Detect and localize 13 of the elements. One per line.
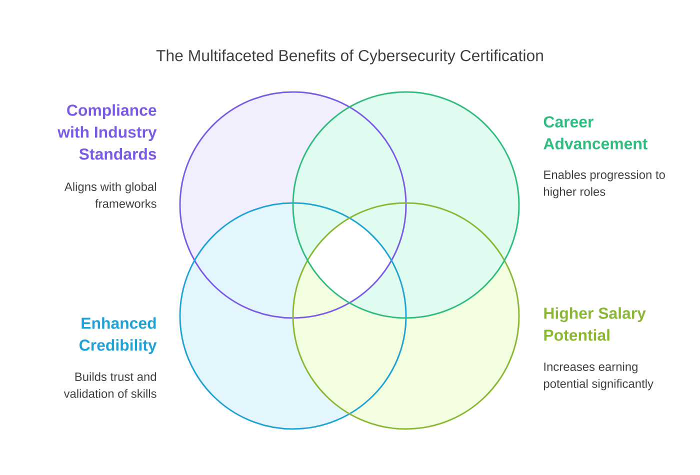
heading: Career Advancement bbox=[544, 116, 648, 150]
circle bbox=[292, 202, 520, 430]
heading: Enhanced Credibility bbox=[80, 317, 157, 354]
description: Aligns with global frameworks bbox=[64, 182, 156, 208]
circle bbox=[292, 91, 520, 319]
heading: Higher Salary Potential bbox=[544, 307, 646, 341]
description: Increases earning potential significantly bbox=[544, 362, 654, 390]
heading: Compliance with Industry Standards bbox=[58, 104, 157, 160]
circle bbox=[179, 202, 407, 430]
title: The Multifaceted Benefits of Cybersecurity Certification bbox=[156, 50, 543, 64]
description: Enables progression to higher roles bbox=[544, 170, 665, 198]
description: Builds trust and validation of skills bbox=[64, 372, 156, 398]
circle bbox=[179, 91, 407, 319]
